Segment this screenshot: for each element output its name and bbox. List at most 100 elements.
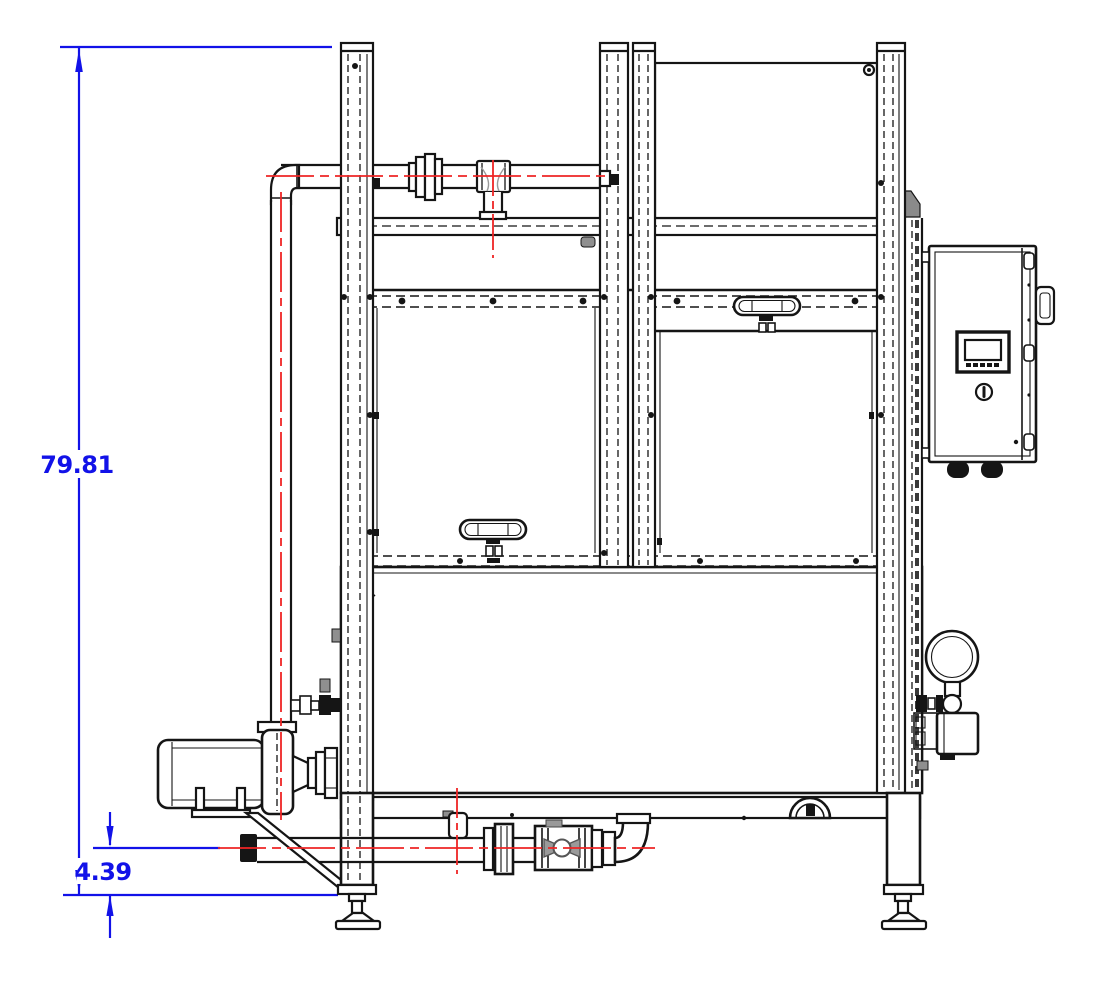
arrowhead-up-small [106, 895, 114, 916]
tank-side-fitting [331, 628, 342, 643]
post-bolt [601, 550, 607, 556]
pipe-end-collar [598, 169, 612, 188]
shaft-ring [314, 750, 327, 796]
post-bolt [367, 412, 373, 418]
cable-gland [947, 461, 969, 478]
tank-body [339, 565, 924, 795]
hmi-display-bezel [955, 330, 1011, 374]
foot-stem [350, 899, 364, 915]
union-nut [423, 152, 437, 202]
bracket-slot [915, 716, 926, 729]
foot-stem [896, 899, 910, 915]
riser-fitting [310, 700, 320, 711]
panel-bolt-center [867, 68, 871, 72]
motor-mount-hook [235, 786, 247, 814]
bolt-dot [398, 297, 406, 305]
panel-clip [869, 412, 874, 419]
panel-clip [657, 538, 662, 545]
selector-knob-bar [982, 386, 986, 398]
foot-cone [338, 911, 378, 923]
panel-bolt-ring [862, 63, 876, 77]
mount-bracket-plate [913, 712, 938, 750]
pipe-end-connector [610, 174, 619, 185]
centerlines [218, 160, 655, 874]
pipe-flange-ring [493, 822, 515, 876]
gauge-valve-knob [941, 693, 963, 715]
overall-height-dimension-text: 79.81 [40, 451, 113, 479]
elbow-top-flange [615, 812, 652, 825]
hinge-pad [1023, 344, 1035, 362]
dosing-pump-foot [940, 754, 955, 760]
handle-bolt [759, 315, 773, 321]
pressure-gauge-ring [930, 635, 974, 679]
leg-base-plate [336, 883, 378, 896]
hmi-button [994, 363, 999, 367]
riser-fitting-plug [331, 698, 341, 712]
pipe-post-clamp [373, 178, 380, 187]
leveling-foot-left [334, 919, 382, 931]
riser-fitting [290, 699, 301, 712]
top-panel [653, 61, 879, 220]
enclosure-screw [1013, 439, 1019, 445]
motor-mount-plate [190, 808, 252, 819]
foot-cone [884, 911, 924, 923]
hmi-button [966, 363, 971, 367]
hinge-screw [1027, 393, 1031, 397]
post-tab [319, 678, 331, 693]
hmi-button [987, 363, 992, 367]
pressure-gauge-dial [924, 629, 980, 685]
arrowhead-down-small [106, 826, 114, 847]
riser-fitting [299, 695, 312, 715]
tee-fillet [496, 166, 506, 192]
bolt-dot [579, 297, 587, 305]
hmi-button [980, 363, 985, 367]
shaft-union-nut [323, 746, 339, 800]
hmi-display-screen [963, 338, 1003, 362]
union-ring [414, 155, 427, 199]
door-handle-left-inner [464, 522, 522, 537]
door-latch-inner [1039, 292, 1051, 319]
pump-cone [291, 754, 310, 794]
leveling-foot-right [880, 919, 928, 931]
right-post [875, 41, 907, 795]
rail-bolt-dot [510, 813, 514, 817]
hinge-screw [1027, 318, 1031, 322]
cable-gland [981, 461, 1003, 478]
center-post-a [598, 41, 630, 569]
bolt-dot [697, 558, 703, 564]
handle-bolt [487, 558, 500, 563]
handle-base [767, 322, 776, 333]
post-bolt [367, 294, 373, 300]
mount-bracket [921, 447, 930, 459]
pressure-gauge-assembly [913, 629, 980, 771]
handle-base [758, 322, 767, 333]
legs-and-feet [334, 791, 928, 931]
gauge-fitting-spacer [927, 697, 936, 710]
pipe-flange [482, 826, 495, 872]
handle-base [485, 545, 494, 557]
handle-bolt [486, 538, 500, 544]
handle-base [494, 545, 503, 557]
pipe-elbow-top [269, 163, 301, 206]
tee-fillet [480, 166, 490, 192]
door-handle-left [458, 518, 528, 541]
gauge-fitting-block [916, 695, 927, 712]
gauge-stem [943, 680, 962, 698]
arrowhead-up [75, 49, 83, 72]
dimension-text-mask [77, 858, 130, 884]
post-bolt [648, 294, 654, 300]
gauge-fitting-block [936, 695, 943, 712]
shaft-ring [306, 756, 318, 790]
mount-bracket [921, 251, 930, 263]
post-bolt [878, 180, 884, 186]
leg-base-plate [882, 883, 925, 896]
post-bolt [878, 294, 884, 300]
outlet-height-dimension-text: 4.39 [74, 858, 131, 886]
hinge-pad [1023, 433, 1035, 451]
post-bolt [352, 63, 358, 69]
lower-tank [331, 565, 924, 795]
control-panel-enclosure [921, 244, 1056, 478]
post-bolt [367, 529, 373, 535]
